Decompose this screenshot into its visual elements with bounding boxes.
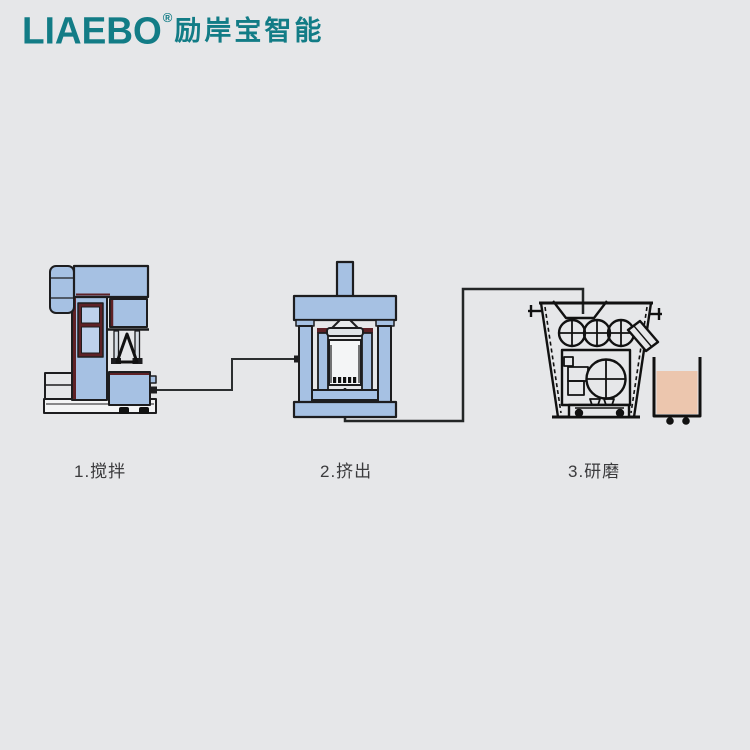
mixer-machine-icon (43, 264, 157, 414)
step-label-extrusion: 2.挤出 (320, 462, 373, 481)
collected-material-fill (656, 371, 698, 414)
mixing-blade-icon (115, 332, 139, 364)
extruder-press-icon (292, 260, 398, 419)
grinding-rollers-icon (557, 318, 636, 348)
flow-line-mixer-to-press (150, 355, 301, 394)
piston-head-icon (331, 319, 359, 329)
three-roll-grinder-icon (528, 300, 662, 419)
cart-wheel-icon (682, 417, 690, 425)
brand-wordmark: LIAEBO (22, 9, 162, 52)
step-label-mixing: 1.搅拌 (74, 462, 127, 481)
registered-trademark-icon: ® (162, 10, 173, 25)
step-label-grinding: 3.研磨 (568, 462, 621, 481)
brand-logo: LIAEBO ® 励岸宝智能 (22, 9, 325, 52)
collection-cart-icon (652, 357, 702, 425)
feed-funnel-icon (552, 300, 608, 320)
brand-name-chinese: 励岸宝智能 (174, 16, 325, 46)
cart-wheel-icon (666, 417, 674, 425)
